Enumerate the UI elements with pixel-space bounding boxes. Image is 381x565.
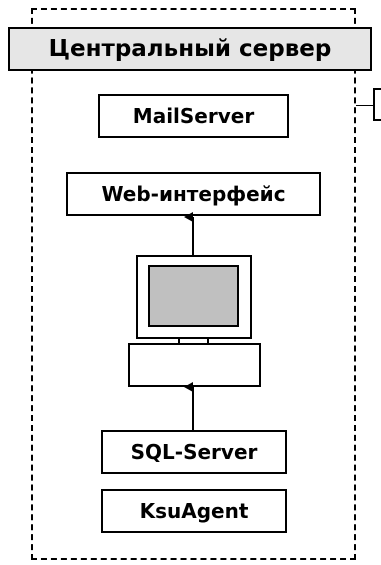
mail-server-node: MailServer [98,94,289,138]
sql-server-node: SQL-Server [101,430,287,474]
web-interface-node: Web-интерфейс [66,172,321,216]
server-boundary [31,8,356,560]
external-node-partial [373,88,381,121]
connector-right [356,105,373,106]
diagram-title: Центральный сервер [8,27,372,71]
ksuagent-node: KsuAgent [101,489,287,533]
